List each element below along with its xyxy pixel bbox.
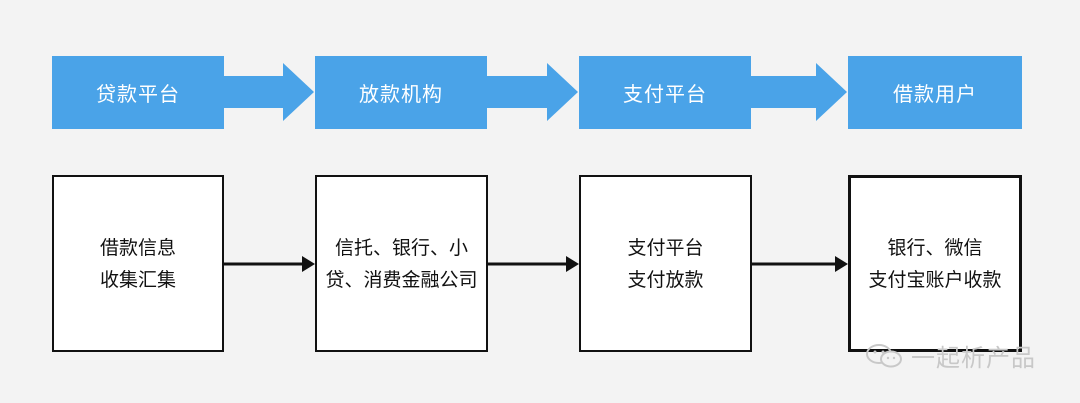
bottom-box-payment: 支付平台 支付放款 xyxy=(579,175,752,352)
top-box-label: 支付平台 xyxy=(623,82,707,106)
black-arrow-1-head xyxy=(302,256,315,272)
bottom-box-info-collection: 借款信息 收集汇集 xyxy=(52,175,224,352)
watermark-text: 一起析产品 xyxy=(911,344,1036,372)
bottom-box-line: 支付平台 xyxy=(627,236,704,259)
top-box-lending-institution: 放款机构 xyxy=(315,56,487,129)
top-box-label: 放款机构 xyxy=(359,82,443,106)
top-box-lending-platform: 贷款平台 xyxy=(52,56,224,129)
bottom-box-line: 支付放款 xyxy=(627,268,704,291)
blue-arrow-3 xyxy=(751,63,847,121)
bottom-box-line: 银行、微信 xyxy=(887,236,983,259)
watermark: 一起析产品 xyxy=(865,338,1036,373)
bottom-box-institutions: 信托、银行、小 贷、消费金融公司 xyxy=(315,175,488,352)
bottom-box-line: 借款信息 xyxy=(99,236,176,259)
blue-arrow-2 xyxy=(487,63,578,121)
bottom-box-line: 信托、银行、小 xyxy=(334,236,468,259)
bottom-box-line: 收集汇集 xyxy=(99,268,176,291)
black-arrow-2-head xyxy=(566,256,579,272)
bottom-box-receiving: 银行、微信 支付宝账户收款 xyxy=(848,175,1022,352)
top-box-borrower: 借款用户 xyxy=(848,56,1022,129)
wechat-icon xyxy=(866,343,902,367)
top-box-label: 贷款平台 xyxy=(96,82,180,106)
blue-arrow-1 xyxy=(224,63,314,121)
top-box-payment-platform: 支付平台 xyxy=(579,56,751,129)
top-box-label: 借款用户 xyxy=(893,82,977,106)
bottom-box-line: 支付宝账户收款 xyxy=(868,268,1002,291)
black-arrow-3-head xyxy=(835,256,848,272)
bottom-box-line: 贷、消费金融公司 xyxy=(325,268,478,291)
